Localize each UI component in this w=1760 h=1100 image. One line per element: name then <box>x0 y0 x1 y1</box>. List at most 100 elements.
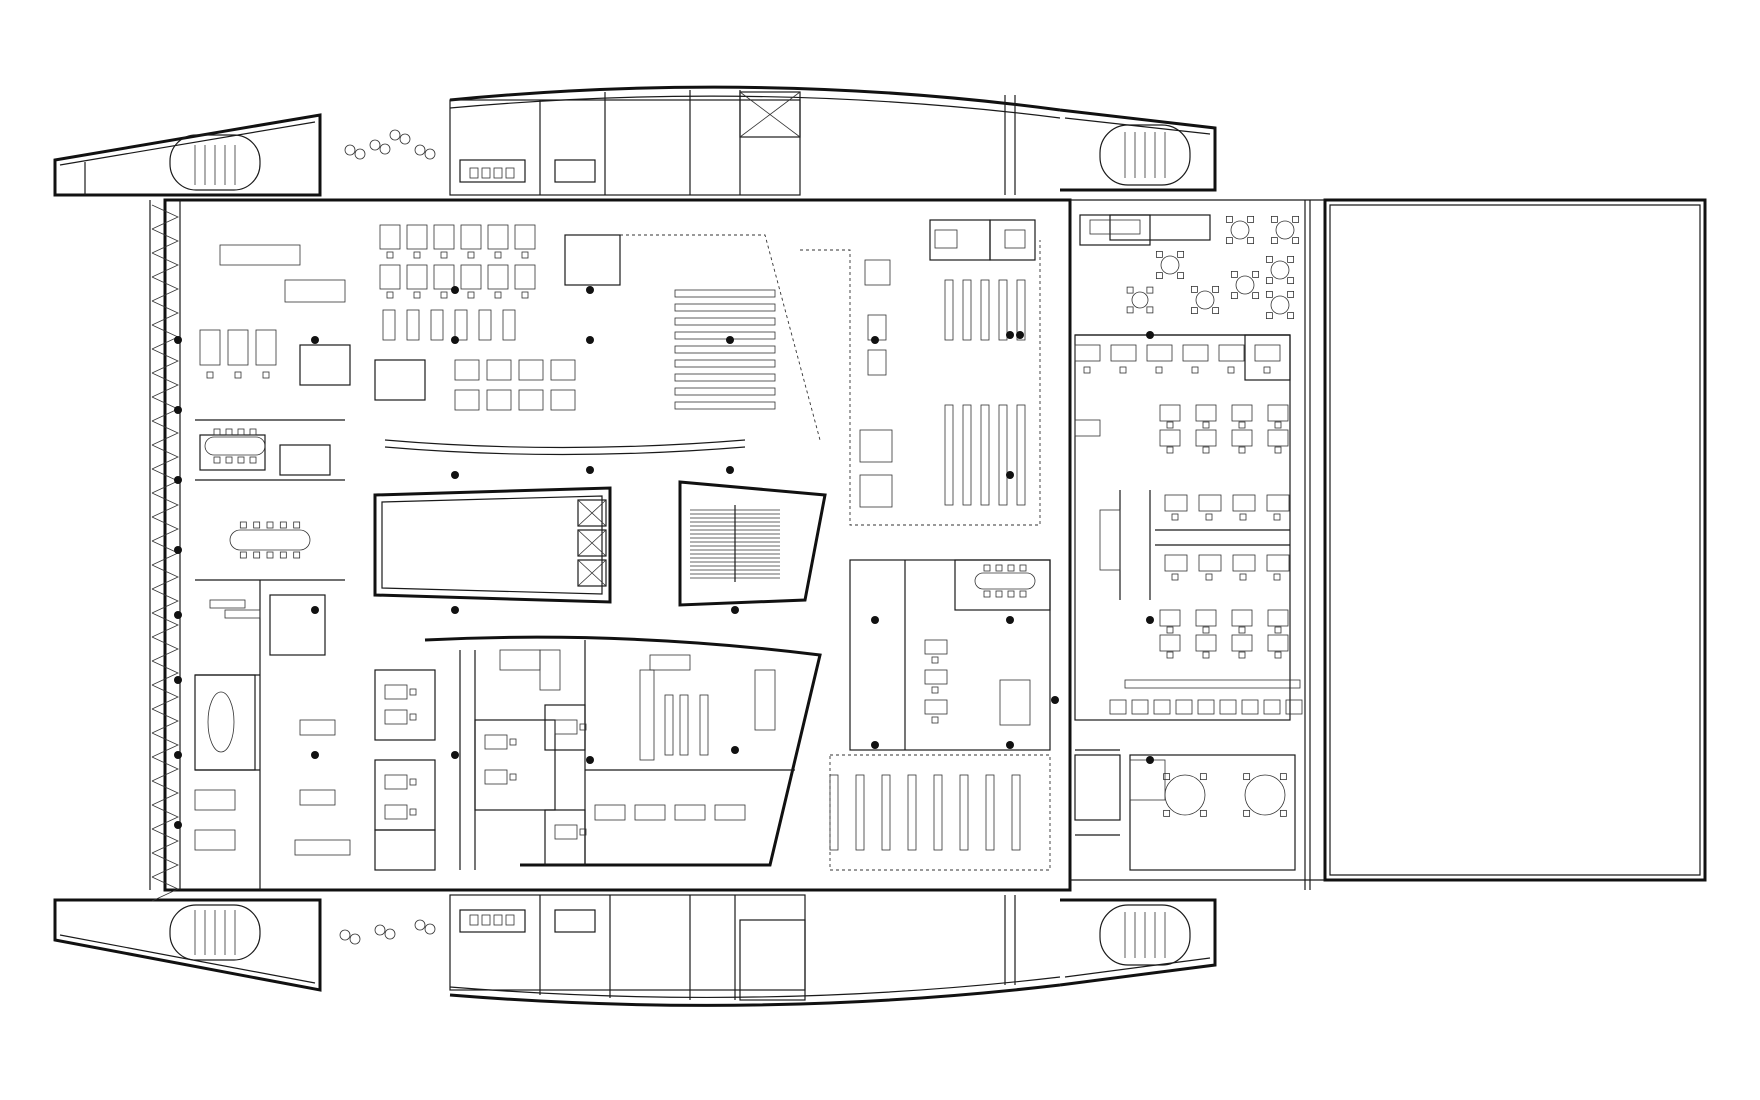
chair <box>1274 421 1282 429</box>
desk <box>980 279 990 341</box>
chair <box>1292 237 1300 245</box>
desk <box>1175 699 1193 715</box>
structural-column <box>871 336 879 344</box>
chair <box>1190 307 1198 315</box>
desk <box>294 839 351 856</box>
chair <box>983 590 991 598</box>
desk <box>1195 634 1217 652</box>
chair <box>1274 446 1282 454</box>
structural-column <box>451 751 459 759</box>
chair <box>234 371 242 379</box>
desk <box>944 404 954 506</box>
desk <box>299 719 336 736</box>
desk <box>1159 404 1181 422</box>
lounge-chair <box>379 143 391 155</box>
desk <box>934 229 958 249</box>
desk <box>674 289 776 298</box>
chair <box>1019 590 1027 598</box>
chair <box>1212 307 1220 315</box>
chair <box>386 251 394 259</box>
lounge-chair <box>354 148 366 160</box>
chair <box>1225 215 1233 223</box>
chair <box>1270 237 1278 245</box>
structural-column <box>311 606 319 614</box>
chair <box>239 521 247 529</box>
desk <box>1129 759 1166 801</box>
desk <box>487 264 509 290</box>
round-table <box>1244 774 1286 816</box>
truss-segment <box>151 300 179 326</box>
chair <box>239 551 247 559</box>
truss-segment <box>151 612 179 638</box>
desk <box>962 404 972 506</box>
desk <box>664 694 674 756</box>
structural-column <box>1146 756 1154 764</box>
lounge-chair <box>339 929 351 941</box>
desk <box>460 264 482 290</box>
chair <box>225 456 233 464</box>
desk <box>502 309 516 341</box>
desk <box>1074 419 1101 437</box>
truss-segment <box>151 420 179 446</box>
desk <box>1219 699 1237 715</box>
toilet-fixture <box>493 914 503 926</box>
structural-columns <box>311 286 1154 764</box>
desk <box>674 331 776 340</box>
desk <box>1285 699 1303 715</box>
service-core-north <box>449 90 1016 196</box>
round-table <box>1131 291 1149 309</box>
desk <box>962 279 972 341</box>
truss-segment <box>151 780 179 806</box>
structural-column <box>586 466 594 474</box>
lounge-chair <box>374 924 386 936</box>
desk <box>1197 699 1215 715</box>
chair <box>1190 285 1198 293</box>
desk <box>699 694 709 756</box>
desk <box>674 387 776 396</box>
chair <box>1270 215 1278 223</box>
round-table <box>1275 220 1295 240</box>
chair <box>1274 651 1282 659</box>
desk <box>379 264 401 290</box>
interior-partitions <box>194 214 1296 890</box>
chair <box>409 688 417 696</box>
chair <box>983 564 991 572</box>
chair <box>1202 626 1210 634</box>
desk <box>550 389 576 411</box>
chair <box>386 291 394 299</box>
chair <box>1155 250 1163 258</box>
chair <box>1126 286 1134 294</box>
lounge-chair <box>424 923 436 935</box>
chair <box>1252 270 1260 278</box>
truss-segment <box>151 852 179 878</box>
chair <box>1019 564 1027 572</box>
round-table <box>1195 290 1215 310</box>
chair <box>995 590 1003 598</box>
chair <box>249 456 257 464</box>
chair <box>1177 272 1185 280</box>
chair <box>1155 366 1163 374</box>
structural-column <box>871 616 879 624</box>
chair <box>1287 290 1295 298</box>
conference-table <box>207 691 235 753</box>
round-table <box>1270 295 1290 315</box>
desk <box>1089 219 1141 235</box>
truss-segment <box>151 492 179 518</box>
truss-segment <box>151 756 179 782</box>
desk <box>550 359 576 381</box>
facade-column <box>174 406 182 414</box>
structural-column <box>1146 616 1154 624</box>
conference-table <box>204 436 266 456</box>
desk <box>227 329 249 366</box>
truss-segment <box>151 228 179 254</box>
chair <box>1287 312 1295 320</box>
desk <box>999 679 1031 726</box>
structural-column <box>1006 616 1014 624</box>
chair <box>1171 573 1179 581</box>
chair <box>1177 250 1185 258</box>
desk <box>554 824 578 840</box>
desk <box>881 774 891 851</box>
desk <box>433 224 455 250</box>
desk <box>1267 634 1289 652</box>
desk <box>944 279 954 341</box>
